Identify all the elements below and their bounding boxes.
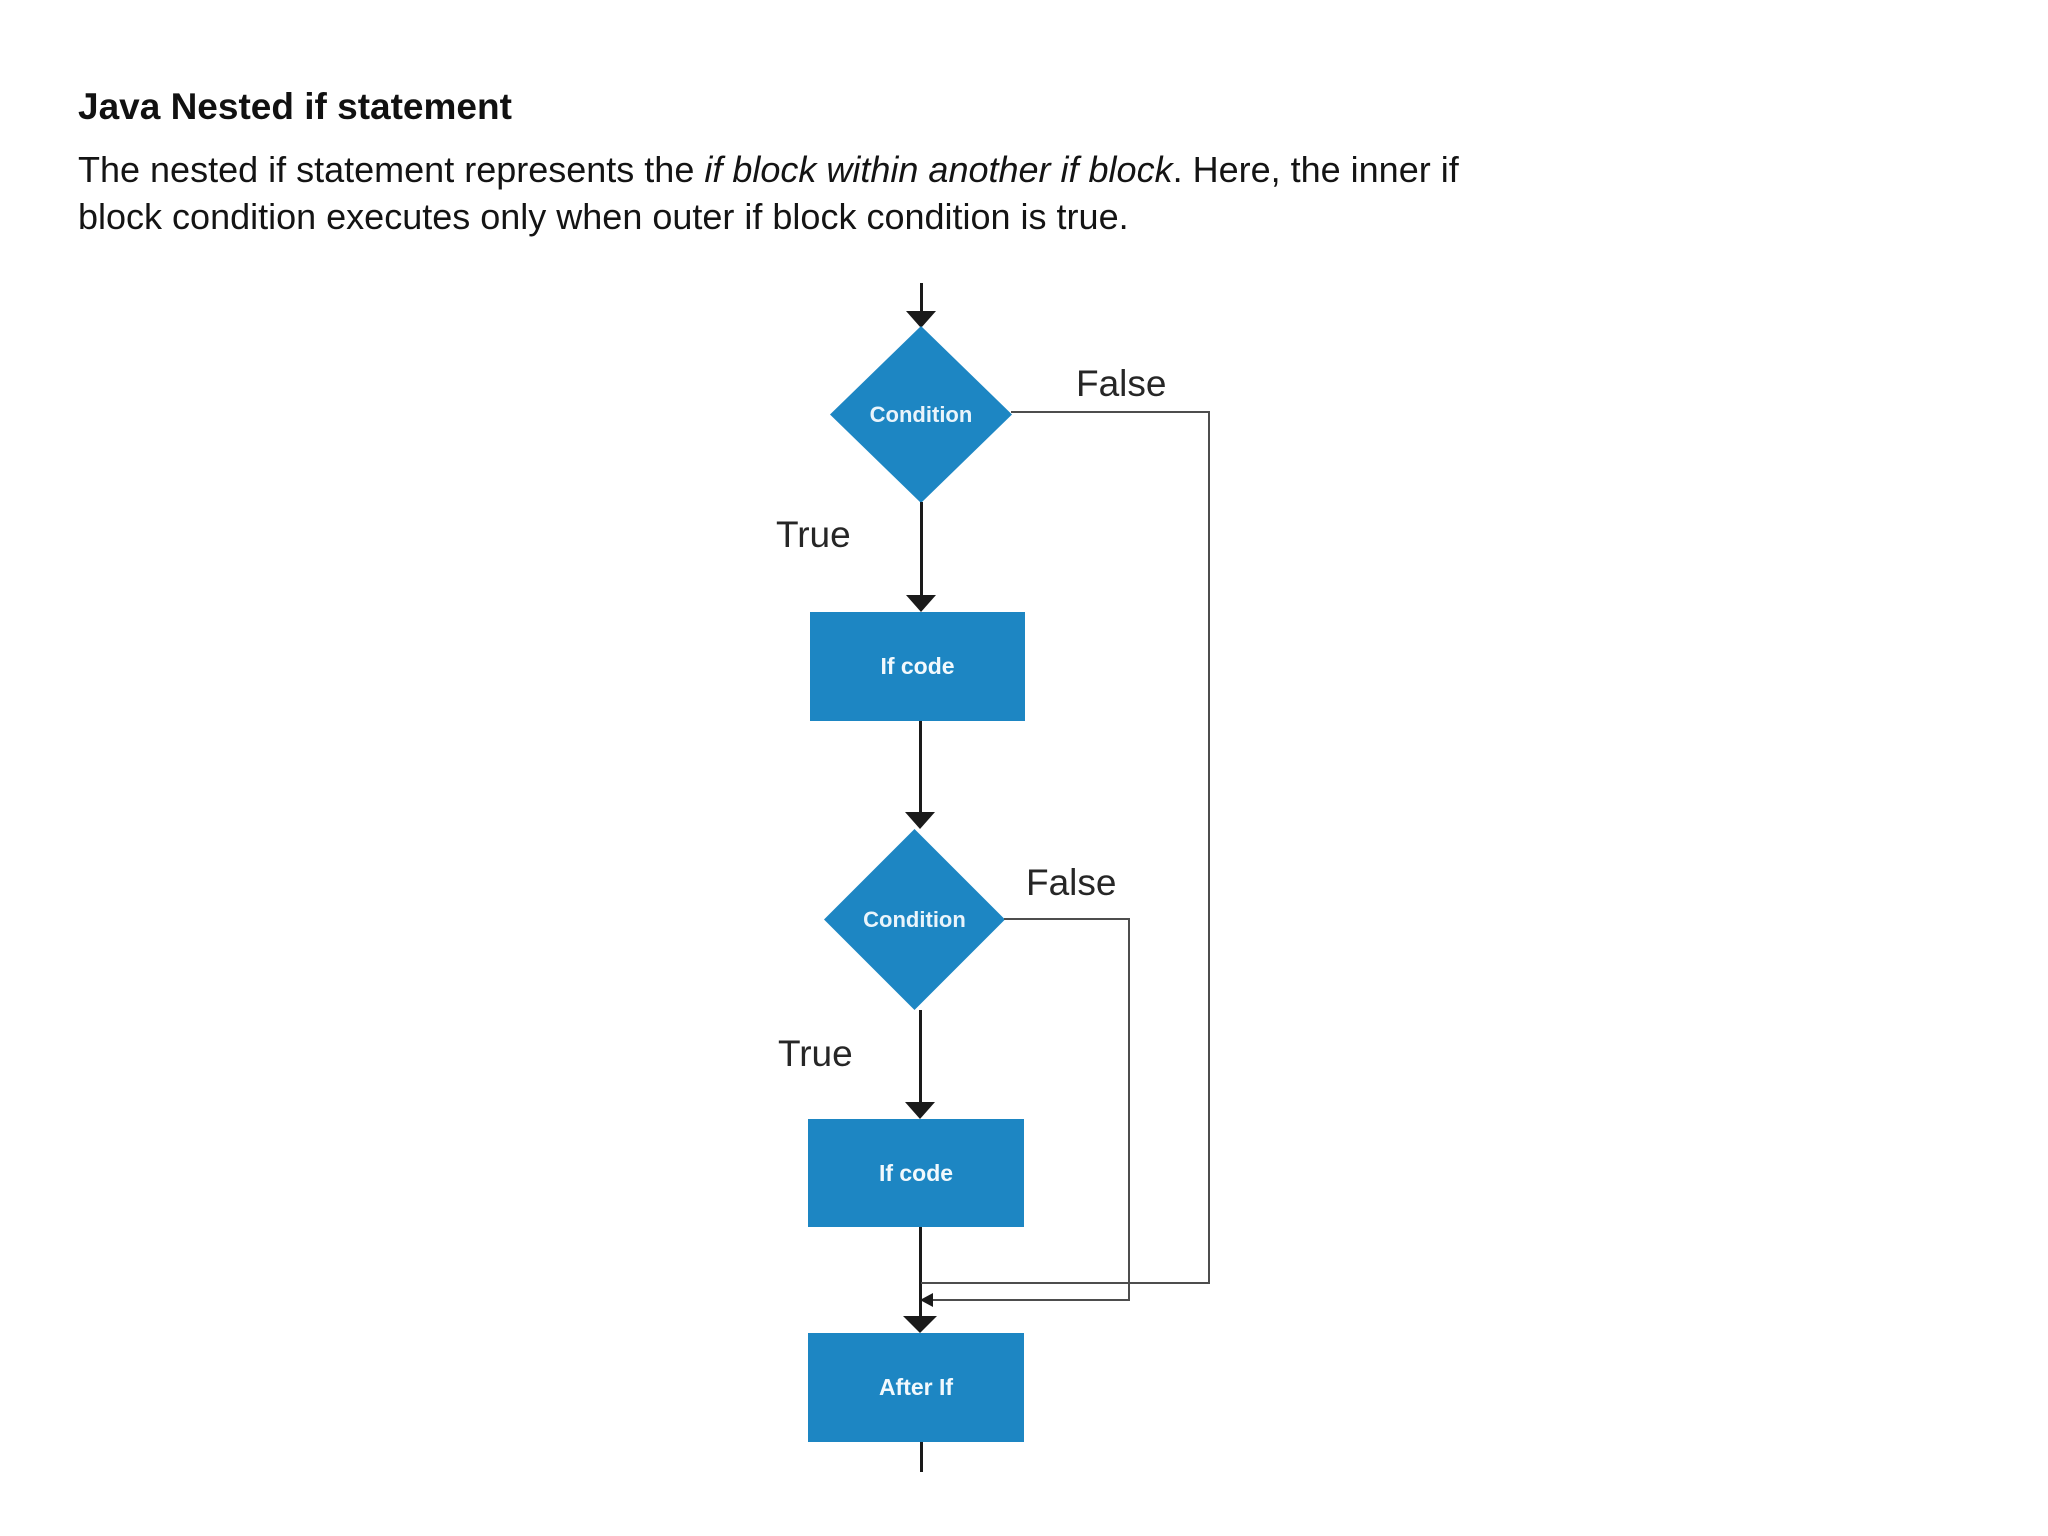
exit-flow-line	[920, 1442, 923, 1472]
if-code2-label: If code	[878, 1159, 954, 1186]
false2-branch-line-vertical	[1128, 918, 1130, 1301]
condition1-label: Condition	[869, 401, 973, 427]
true1-label: True	[776, 514, 851, 555]
false2-branch-line-horizontal	[1004, 918, 1130, 920]
paragraph-italic-phrase: if block within another if block	[704, 149, 1173, 190]
false1-label: False	[1076, 363, 1167, 404]
entry-flow-line	[920, 283, 923, 316]
condition2-diamond: Condition	[824, 829, 1005, 1010]
paragraph-text-after: . Here, the inner if block condition exe…	[78, 149, 1459, 237]
entry-arrowhead-icon	[906, 311, 936, 328]
true2-label: True	[778, 1033, 853, 1074]
true2-arrowhead-icon	[905, 1102, 935, 1119]
after-if-label: After If	[878, 1374, 954, 1400]
if-code1-box: If code	[810, 612, 1025, 721]
condition1-diamond: Condition	[830, 326, 1012, 503]
page-title: Java Nested if statement	[78, 86, 512, 127]
false2-label: False	[1026, 862, 1117, 903]
after-if-arrowhead-icon	[903, 1316, 937, 1333]
false1-branch-line-vertical	[1208, 411, 1210, 1284]
false1-branch-line-horizontal	[1011, 411, 1210, 413]
condition2-label: Condition	[863, 906, 966, 932]
after-if-box: After If	[808, 1333, 1024, 1442]
true1-flow-line	[920, 502, 923, 598]
intro-paragraph: The nested if statement represents the i…	[78, 146, 1498, 240]
merge-arrowhead-left-icon	[920, 1293, 933, 1307]
if-code2-box: If code	[808, 1119, 1024, 1227]
inner-arrowhead-icon	[905, 812, 935, 829]
true1-arrowhead-icon	[906, 595, 936, 612]
merge-flow-line	[919, 1227, 922, 1318]
merge-inner-return-line	[931, 1299, 1130, 1301]
paragraph-text-before: The nested if statement represents the	[78, 149, 705, 190]
true2-flow-line	[919, 1010, 922, 1105]
if-code1-label: If code	[880, 653, 955, 679]
merge-outer-return-line	[921, 1282, 1210, 1284]
inner-flow-line	[919, 721, 922, 815]
